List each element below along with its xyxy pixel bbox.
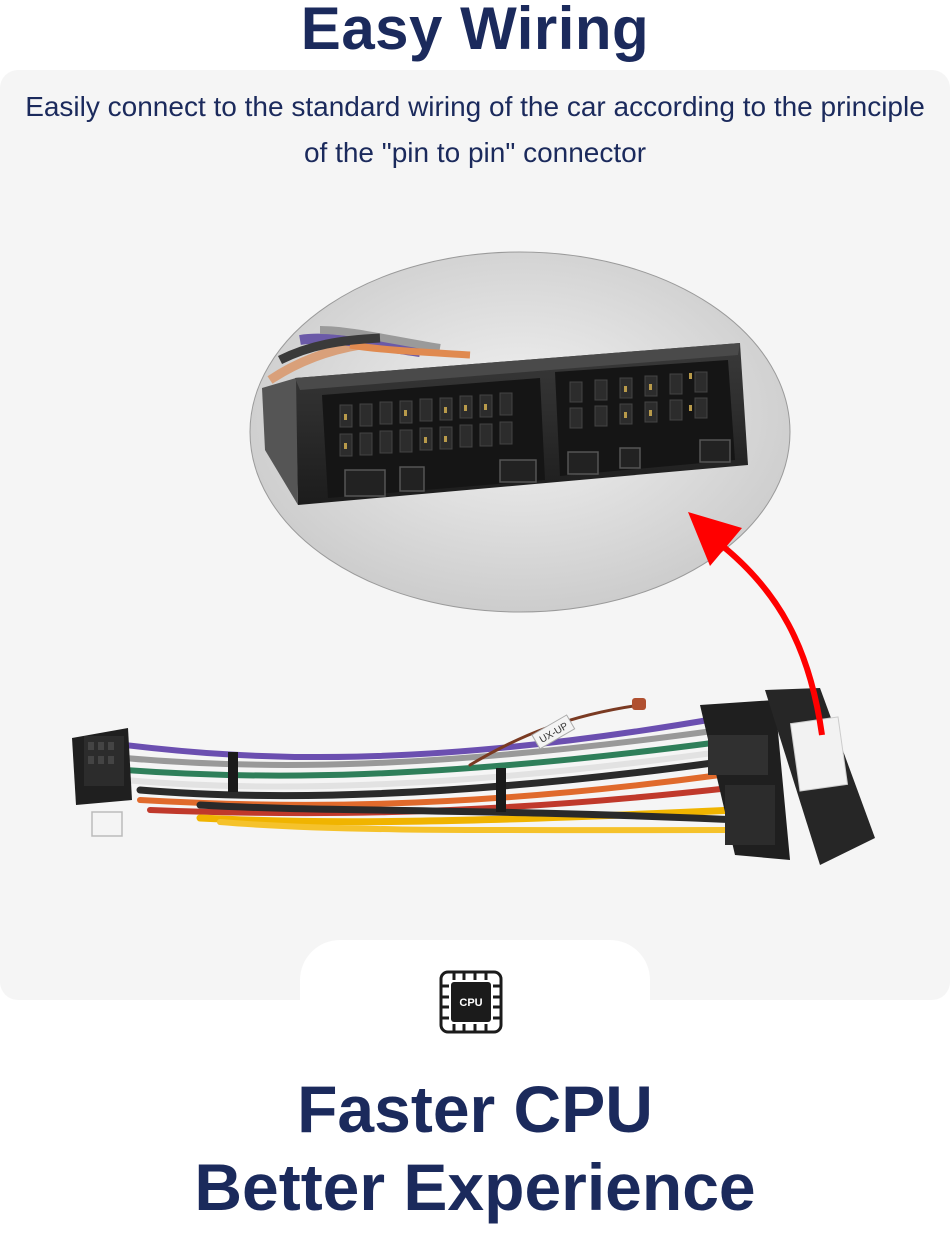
cpu-chip-icon: CPU <box>439 970 503 1034</box>
feature-title: Easy Wiring <box>300 0 650 62</box>
cpu-icon-text: CPU <box>459 997 482 1009</box>
wire-bundle: UX-UP <box>122 698 744 834</box>
cpu-headline: Faster CPU Better Experience <box>0 1070 950 1226</box>
connector-zoom-view <box>249 251 791 613</box>
left-connector <box>72 728 132 837</box>
feature-subtitle: Easily connect to the standard wiring of… <box>25 91 925 168</box>
wiring-harness-illustration: UX-UP <box>72 251 875 865</box>
headline-line-1: Faster CPU <box>297 1072 653 1146</box>
red-pointer-arrow <box>688 512 825 736</box>
right-connector <box>700 688 875 865</box>
headline-line-2: Better Experience <box>194 1150 756 1224</box>
